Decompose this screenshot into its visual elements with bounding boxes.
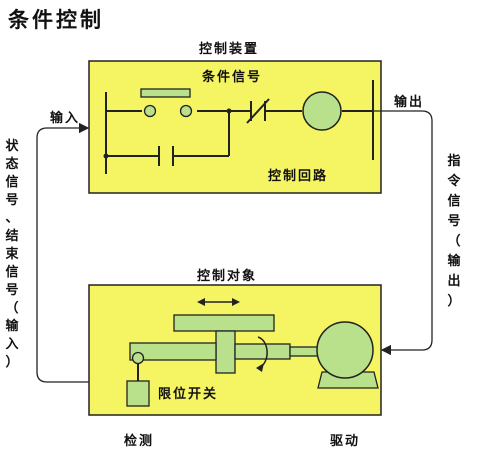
output-signal-line xyxy=(373,110,433,356)
control-circuit-label: 控制回路 xyxy=(268,169,329,184)
input-label: 输入 xyxy=(50,111,81,126)
input-signal-line xyxy=(36,122,90,383)
condition-contact-icon xyxy=(140,88,193,118)
feedback-signal-text: 状 态 信 号 、 结 束 信 号 （ 输 入 ） xyxy=(5,139,19,370)
drive-label: 驱动 xyxy=(330,434,361,449)
controlled-object-label: 控制对象 xyxy=(197,269,258,284)
nc-contact-icon xyxy=(246,98,270,124)
page-title: 条件控制 xyxy=(8,8,104,32)
double-arrow-icon xyxy=(197,298,240,306)
mechanism-icon xyxy=(129,314,319,374)
limit-switch-icon xyxy=(126,351,150,407)
motor-icon xyxy=(316,321,379,389)
coil-icon xyxy=(302,91,342,131)
output-label: 输出 xyxy=(394,95,425,110)
command-signal-text: 指 令 信 号 （ 输 出 ） xyxy=(447,154,461,309)
hold-contact-icon xyxy=(158,146,174,166)
rotation-arrow-icon xyxy=(256,336,268,372)
control-device-label: 控制装置 xyxy=(199,42,260,57)
limit-switch-label: 限位开关 xyxy=(158,387,219,402)
condition-signal-label: 条件信号 xyxy=(202,70,263,85)
detect-label: 检测 xyxy=(124,434,155,449)
